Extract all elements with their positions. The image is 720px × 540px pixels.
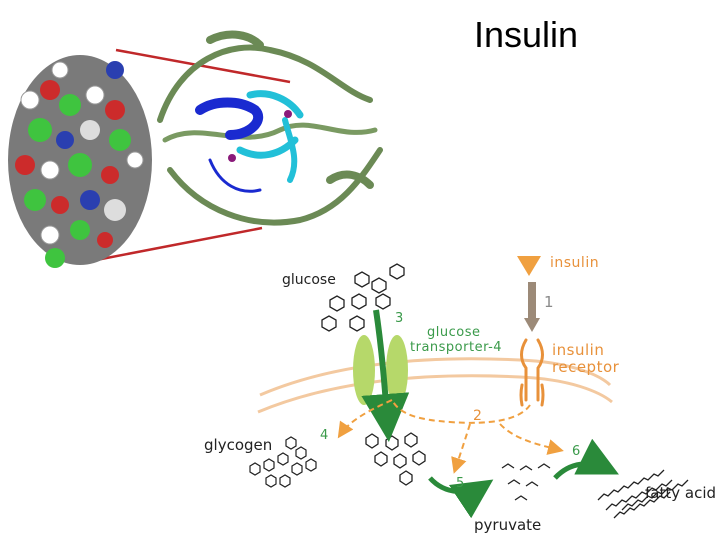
step-2-label: 2	[473, 408, 483, 424]
step-6-label: 6	[572, 444, 581, 459]
arrow-step-5	[428, 476, 494, 519]
step-5-label: 5	[456, 476, 465, 491]
insulin-receptor-label-1: insulin	[552, 341, 605, 359]
insulin-label: insulin	[550, 255, 600, 271]
arrow-step-6	[553, 438, 619, 480]
fatty-acid-chains	[597, 469, 689, 519]
insulin-receptor-label-2: receptor	[552, 358, 620, 376]
glucose-transporter-label-2: transporter-4	[410, 340, 503, 355]
page-title: Insulin	[474, 14, 579, 55]
insulin-receptor	[519, 338, 545, 407]
glucose-label: glucose	[282, 272, 336, 288]
insulin-marker	[517, 256, 541, 276]
step-4-label: 4	[320, 428, 329, 443]
step-3-label: 3	[395, 311, 404, 326]
step-1-label: 1	[544, 293, 554, 311]
pyruvate-molecules	[501, 463, 551, 501]
cell-membrane	[257, 357, 613, 414]
space-filling-model	[8, 55, 152, 268]
glycogen-label: glycogen	[204, 436, 273, 454]
glucose-transporter-label-1: glucose	[427, 325, 481, 340]
glycogen-molecules	[249, 436, 317, 488]
arrow-step-3	[361, 309, 410, 442]
glucose-transporter	[353, 335, 408, 405]
arrow-step-1	[524, 282, 540, 332]
signal-pathways	[337, 399, 564, 474]
glucose-molecules	[321, 263, 405, 332]
ribbon-model	[157, 30, 383, 226]
intracellular-glucose	[365, 432, 426, 486]
fatty-acid-label: fatty acid	[645, 484, 717, 502]
pyruvate-label: pyruvate	[474, 516, 542, 534]
